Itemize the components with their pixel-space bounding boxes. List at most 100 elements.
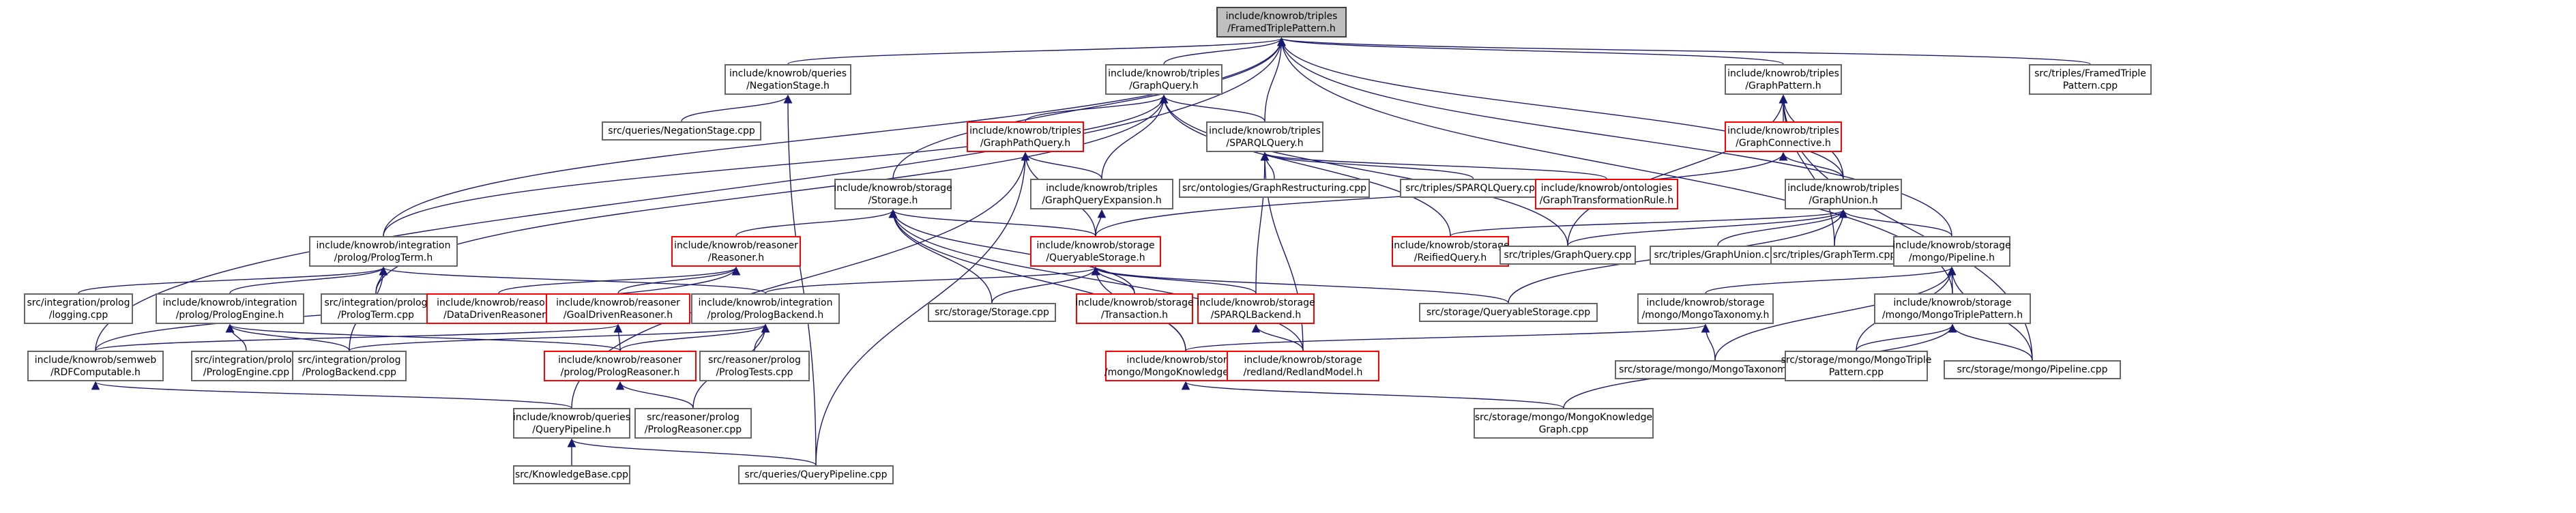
node-label-line: /PrologTerm.cpp (337, 309, 415, 321)
node-label-line: include/knowrob/storage (1126, 354, 1245, 366)
node-label-line: src/integration/prolog (194, 354, 298, 366)
node-label-line: include/knowrob/storage (834, 182, 952, 194)
edge-prologbackend_h-to-prologreasoner_h (619, 323, 770, 351)
node-querypipeline-cpp[interactable]: src/queries/QueryPipeline.cpp (738, 465, 894, 484)
node-rdfcomputable-h[interactable]: include/knowrob/semweb/RDFComputable.h (27, 351, 164, 381)
node-logging-cpp[interactable]: src/integration/prolog/logging.cpp (24, 293, 133, 324)
node-mongotaxonomy-cpp[interactable]: src/storage/mongo/MongoTaxonomy.cpp (1615, 360, 1815, 379)
node-label-line: /mongo/MongoTriplePattern.h (1882, 309, 2023, 321)
edge-prologbackend_h-to-prologbackend_cpp (349, 323, 770, 351)
node-label-line: /SPARQLQuery.h (1226, 137, 1304, 149)
edge-graphunion_h-to-graphquery_cpp (1567, 209, 1848, 246)
node-graphrestructuring-cpp[interactable]: src/ontologies/GraphRestructuring.cpp (1179, 179, 1370, 198)
node-graphunion-h[interactable]: include/knowrob/triples/GraphUnion.h (1785, 179, 1902, 209)
edge-prologreasoner_h-to-prologreasoner_cpp (615, 381, 694, 409)
node-label-line: include/knowrob/storage (1197, 297, 1315, 308)
edge-negstage_h-to-querypipeline_cpp (783, 94, 817, 466)
node-label-line: /GraphTransformationRule.h (1539, 194, 1674, 206)
edge-root-to-graphquery_h (1163, 37, 1286, 65)
node-label-line: /PrologReasoner.cpp (644, 424, 742, 435)
edge-storage_h-to-redlandmodel_h (888, 209, 1304, 351)
node-gqexpansion-h[interactable]: include/knowrob/triples/GraphQueryExpans… (1030, 179, 1173, 209)
node-prologengine-h[interactable]: include/knowrob/integration/prolog/Prolo… (156, 293, 304, 324)
edge-graphpattern_h-to-graphquery_cpp (1567, 94, 1788, 246)
edge-graphconnective_h-to-graphunion_h (1779, 151, 1844, 179)
node-querypipeline-h[interactable]: include/knowrob/queries/QueryPipeline.h (513, 408, 630, 439)
node-graphterm-cpp[interactable]: src/triples/GraphTerm.cpp (1770, 246, 1899, 265)
node-transaction-h[interactable]: include/knowrob/storage/Transaction.h (1075, 293, 1194, 324)
node-graphtransform-h[interactable]: include/knowrob/ontologies/GraphTransfor… (1535, 179, 1678, 209)
node-negstage-cpp[interactable]: src/queries/NegationStage.cpp (602, 121, 761, 141)
node-root[interactable]: include/knowrob/triples/FramedTriplePatt… (1216, 7, 1347, 38)
node-label-line: /GraphQuery.h (1129, 80, 1199, 91)
node-mongotaxonomy-h[interactable]: include/knowrob/storage/mongo/MongoTaxon… (1637, 293, 1774, 324)
node-prologbackend-h[interactable]: include/knowrob/integration/prolog/Prolo… (691, 293, 840, 324)
node-label-line: src/reasoner/prolog (708, 354, 801, 366)
node-label-line: include/knowrob/triples (1108, 68, 1220, 79)
node-label-line: src/reasoner/prolog (647, 411, 740, 423)
node-sparqlbackend-h[interactable]: include/knowrob/storage/SPARQLBackend.h (1197, 293, 1315, 324)
node-graphpathquery-h[interactable]: include/knowrob/triples/GraphPathQuery.h (967, 121, 1084, 152)
node-label-line: /GraphPathQuery.h (980, 137, 1071, 149)
node-label-line: include/knowrob/reasoner (674, 239, 798, 251)
edge-pipeline_h-to-mongotaxonomy_cpp (1714, 266, 1957, 361)
node-prologterm-h[interactable]: include/knowrob/integration/prolog/Prolo… (309, 236, 458, 267)
node-label-line: /mongo/MongoKnowledgeGraph.h (1104, 366, 1268, 378)
node-storage-h[interactable]: include/knowrob/storage/Storage.h (834, 179, 952, 209)
edge-storage_h-to-reasoner_h (735, 209, 898, 237)
node-queryablestorage-h[interactable]: include/knowrob/storage/QueryableStorage… (1030, 236, 1161, 267)
node-label-line: /prolog/PrologReasoner.h (560, 366, 680, 378)
node-pipeline-cpp[interactable]: src/storage/mongo/Pipeline.cpp (1944, 360, 2121, 379)
node-label-line: include/knowrob/storage (1244, 354, 1362, 366)
node-graphquery-h[interactable]: include/knowrob/triples/GraphQuery.h (1105, 64, 1223, 95)
node-prologengine-cpp[interactable]: src/integration/prolog/PrologEngine.cpp (191, 351, 302, 381)
edge-sparqlquery_h-to-sparqlquery_cpp (1260, 151, 1474, 179)
edge-sparqlquery_h-to-sparqlbackend_h (1255, 151, 1270, 294)
edge-graphunion_h-to-pipeline_h (1839, 209, 1952, 237)
edge-graphquery_h-to-sparqlquery_h (1159, 94, 1265, 122)
node-goaldriven-h[interactable]: include/knowrob/reasoner/GoalDrivenReaso… (546, 293, 690, 324)
node-negstage-h[interactable]: include/knowrob/queries/NegationStage.h (724, 64, 851, 95)
node-prologterm-cpp[interactable]: src/integration/prolog/PrologTerm.cpp (321, 293, 431, 324)
edge-graphpathquery_h-to-gqexpansion_h (1021, 151, 1102, 179)
node-sparqlquery-h[interactable]: include/knowrob/triples/SPARQLQuery.h (1206, 121, 1323, 152)
node-prologreasoner-h[interactable]: include/knowrob/reasoner/prolog/PrologRe… (544, 351, 697, 381)
node-graphpattern-h[interactable]: include/knowrob/triples/GraphPattern.h (1725, 64, 1842, 95)
node-sparqlquery-cpp[interactable]: src/triples/SPARQLQuery.cpp (1400, 179, 1547, 198)
node-reifiedquery-h[interactable]: include/knowrob/storage/ReifiedQuery.h (1391, 236, 1510, 267)
node-label-line: include/knowrob/triples (1046, 182, 1158, 194)
edge-root-to-negstage_h (787, 37, 1286, 65)
node-label-line: src/triples/FramedTriple (2034, 68, 2146, 79)
node-redlandmodel-h[interactable]: include/knowrob/storage/redland/RedlandM… (1227, 351, 1379, 381)
node-graphunion-cpp[interactable]: src/triples/GraphUnion.cpp (1650, 246, 1786, 265)
node-label-line: /redland/RedlandModel.h (1243, 366, 1363, 378)
node-prologbackend-cpp[interactable]: src/integration/prolog/PrologBackend.cpp (292, 351, 407, 381)
edge-storage_h-to-storage_cpp (888, 209, 993, 304)
edge-graphquery_h-to-gqexpansion_h (1101, 94, 1169, 179)
node-label-line: src/ontologies/GraphRestructuring.cpp (1182, 183, 1366, 194)
node-label-line: include/knowrob/triples (1727, 68, 1839, 79)
node-label-line: /GoalDrivenReasoner.h (563, 309, 673, 321)
node-knowledgebase-cpp[interactable]: src/KnowledgeBase.cpp (513, 465, 630, 484)
edge-graphpathquery_h-to-querypipeline_cpp (815, 151, 1030, 466)
node-storage-cpp[interactable]: src/storage/Storage.cpp (928, 303, 1056, 322)
edge-queryablestorage_h-to-storage_cpp (991, 266, 1100, 304)
node-pipeline-h[interactable]: include/knowrob/storage/mongo/Pipeline.h (1892, 236, 2011, 267)
edge-prologengine_h-to-prologbackend_cpp (225, 323, 350, 351)
node-mongotriplepattern-h[interactable]: include/knowrob/storage/mongo/MongoTripl… (1874, 293, 2031, 324)
node-label-line: include/knowrob/triples (969, 125, 1081, 136)
node-queryablestorage-cpp[interactable]: src/storage/QueryableStorage.cpp (1419, 303, 1598, 322)
node-reasoner-h[interactable]: include/knowrob/reasoner/Reasoner.h (671, 236, 801, 267)
node-graphquery-cpp[interactable]: src/triples/GraphQuery.cpp (1499, 246, 1636, 265)
node-graphconnective-h[interactable]: include/knowrob/triples/GraphConnective.… (1725, 121, 1842, 152)
node-label-line: include/knowrob/semweb (34, 354, 157, 366)
edge-graphpattern_h-to-graphterm_cpp (1779, 94, 1835, 246)
node-label-line: /Transaction.h (1100, 309, 1169, 321)
node-prologtests-cpp[interactable]: src/reasoner/prolog/PrologTests.cpp (699, 351, 810, 381)
node-label-line: /ReifiedQuery.h (1414, 252, 1487, 263)
edge-storage_h-to-mongokg_h (888, 209, 1186, 351)
node-prologreasoner-cpp[interactable]: src/reasoner/prolog/PrologReasoner.cpp (634, 408, 752, 439)
